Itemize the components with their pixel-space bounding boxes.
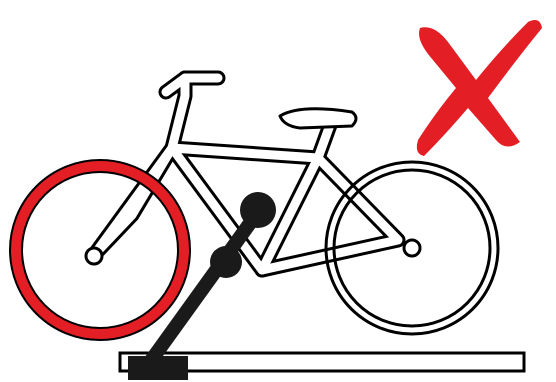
roof-rack-arm [150,192,276,362]
front-wheel-highlighted [10,160,190,340]
roof-rail [120,353,524,380]
saddle [280,109,356,128]
x-mark-icon [417,20,542,156]
